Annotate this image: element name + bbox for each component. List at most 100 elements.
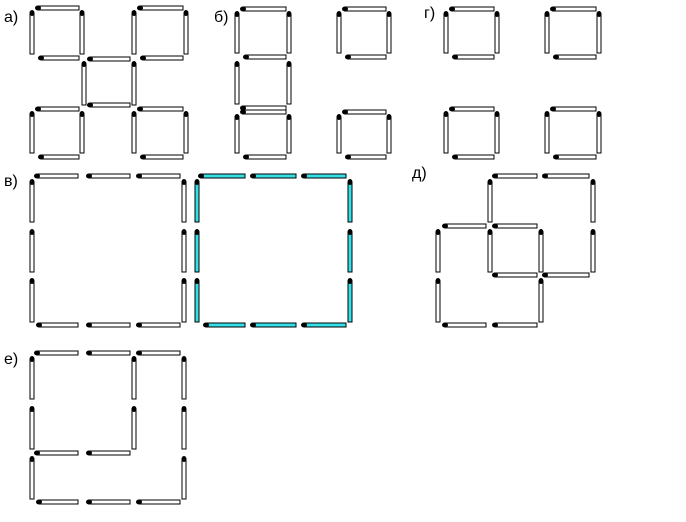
matchstick — [86, 450, 131, 456]
matchstick — [87, 56, 131, 62]
matchstick — [336, 114, 342, 154]
matchstick — [492, 173, 538, 179]
label-v: в) — [4, 173, 18, 190]
matchstick — [140, 55, 184, 61]
label-d: д) — [412, 165, 427, 182]
matchstick — [131, 356, 137, 400]
matchstick-highlighted — [194, 278, 200, 323]
matchstick — [492, 322, 538, 328]
matchstick — [590, 229, 596, 273]
matchstick — [487, 229, 493, 273]
matchstick — [240, 6, 287, 12]
matchstick — [435, 278, 441, 323]
matchstick-highlighted — [301, 322, 347, 328]
matchstick — [131, 61, 137, 106]
matchstick — [596, 111, 602, 154]
matchstick — [286, 114, 292, 154]
matchstick — [449, 6, 495, 12]
matchstick — [136, 173, 181, 179]
matchstick-highlighted — [203, 322, 246, 328]
matchstick — [550, 6, 597, 12]
matchstick — [590, 179, 596, 223]
matchstick — [35, 5, 80, 11]
matchstick — [140, 154, 184, 160]
matchstick — [596, 11, 602, 54]
matchstick — [34, 350, 79, 356]
matchstick — [29, 406, 35, 450]
matchstick — [494, 11, 500, 54]
matchstick — [234, 61, 240, 105]
matchstick — [136, 350, 181, 356]
matchstick — [137, 106, 184, 112]
matchstick — [234, 114, 240, 154]
matchstick — [183, 111, 189, 154]
matchstick — [181, 456, 187, 500]
matchstick — [386, 11, 392, 54]
matchstick-highlighted — [250, 322, 297, 328]
matchstick — [131, 406, 137, 450]
matchstick — [452, 54, 495, 60]
label-g: г) — [424, 5, 436, 22]
matchstick — [442, 322, 487, 328]
matchstick — [345, 154, 387, 160]
matchstick — [131, 10, 137, 55]
matchstick — [286, 11, 292, 54]
matchstick — [553, 154, 597, 160]
matchstick — [550, 106, 597, 112]
matchstick — [34, 450, 79, 456]
matchstick — [79, 111, 85, 154]
matchstick — [136, 499, 181, 505]
matchstick — [87, 102, 131, 108]
matchstick — [544, 11, 550, 54]
matchstick — [181, 278, 187, 323]
matchstick — [442, 223, 487, 229]
matchstick — [492, 223, 538, 229]
matchstick — [29, 111, 35, 154]
matchstick — [181, 406, 187, 450]
matchstick — [492, 272, 538, 278]
matchstick — [35, 106, 80, 112]
matchstick — [29, 179, 35, 223]
matchstick-highlighted — [301, 173, 347, 179]
matchstick — [86, 322, 131, 328]
matchstick — [234, 11, 240, 54]
matchstick — [181, 229, 187, 273]
matchstick — [494, 111, 500, 154]
matchstick — [29, 356, 35, 400]
matchstick — [29, 10, 35, 55]
matchstick — [38, 154, 80, 160]
matchstick — [81, 61, 87, 106]
matchstick — [342, 109, 387, 115]
matchstick — [443, 111, 449, 154]
matchstick — [243, 154, 287, 160]
matchstick — [386, 114, 392, 154]
matchstick — [137, 5, 184, 11]
matchstick — [542, 173, 590, 179]
matchstick — [443, 11, 449, 54]
matchstick-highlighted — [198, 173, 246, 179]
matchstick — [86, 499, 131, 505]
matchstick — [345, 54, 387, 60]
matchstick — [553, 54, 597, 60]
label-a: а) — [4, 9, 19, 26]
matchstick — [435, 229, 441, 273]
matchstick — [342, 6, 387, 12]
matchstick — [452, 154, 495, 160]
matchstick — [538, 229, 544, 273]
matchstick — [181, 179, 187, 223]
matchstick — [538, 278, 544, 323]
matchstick-highlighted — [347, 179, 353, 223]
matchstick — [181, 356, 187, 400]
matchstick — [36, 322, 79, 328]
matchstick — [86, 173, 131, 179]
matchstick-highlighted — [347, 278, 353, 323]
label-e: е) — [4, 351, 19, 368]
matchstick — [36, 499, 79, 505]
matchstick — [86, 350, 131, 356]
matchstick — [38, 55, 80, 61]
matchstick — [34, 173, 79, 179]
matchstick — [240, 109, 287, 115]
matchstick — [29, 456, 35, 500]
matchstick-highlighted — [347, 229, 353, 273]
